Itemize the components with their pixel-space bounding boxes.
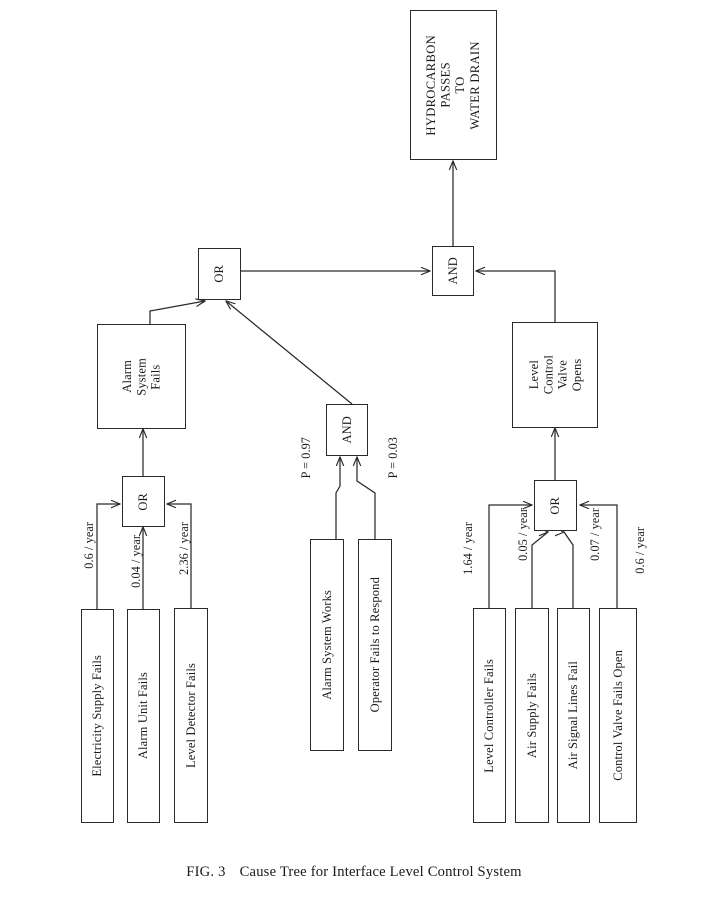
figure-caption-text: Cause Tree for Interface Level Control S…: [239, 864, 522, 880]
probability-alarm-system-works: P = 0.97: [299, 437, 313, 479]
basic-event-operator-fails-to-respond: Operator Fails to Respond: [358, 539, 392, 751]
rate-air-signal-lines: 0.07 / year: [588, 508, 602, 561]
rate-air-supply: 0.05 / year: [516, 508, 530, 561]
gate-alarm-or-label: OR: [136, 492, 151, 511]
level-control-valve-opens-label: Level Control Valve Opens: [526, 355, 584, 395]
gate-top-and[interactable]: AND: [432, 246, 474, 296]
basic-event-air-supply-fails: Air Supply Fails: [515, 608, 549, 823]
rate-alarm-unit: 0.04 / year: [129, 535, 143, 588]
gate-left-or-label: OR: [212, 265, 227, 283]
gate-top-and-label: AND: [445, 257, 460, 285]
gate-middle-and-label: AND: [339, 416, 354, 444]
gate-left-or[interactable]: OR: [198, 248, 241, 300]
top-event-label: HYDROCARBON PASSES TO WATER DRAIN: [424, 34, 483, 136]
gate-valve-or[interactable]: OR: [534, 480, 577, 531]
gate-valve-or-label: OR: [548, 496, 563, 515]
electricity-supply-fails-label: Electricity Supply Fails: [90, 655, 105, 777]
intermediate-alarm-system-fails: Alarm System Fails: [97, 324, 186, 429]
alarm-system-fails-label: Alarm System Fails: [120, 357, 163, 396]
level-controller-fails-label: Level Controller Fails: [482, 658, 497, 773]
basic-event-level-controller-fails: Level Controller Fails: [473, 608, 506, 823]
basic-event-control-valve-fails-open: Control Valve Fails Open: [599, 608, 637, 823]
basic-event-electricity-supply-fails: Electricity Supply Fails: [81, 609, 114, 823]
rate-control-valve: 0.6 / year: [633, 527, 647, 574]
gate-alarm-or[interactable]: OR: [122, 476, 165, 527]
level-detector-fails-label: Level Detector Fails: [183, 662, 198, 769]
basic-event-alarm-unit-fails: Alarm Unit Fails: [127, 609, 160, 823]
control-valve-fails-open-label: Control Valve Fails Open: [610, 650, 625, 781]
air-supply-fails-label: Air Supply Fails: [524, 672, 539, 759]
figure-caption: FIG. 3 Cause Tree for Interface Level Con…: [0, 864, 708, 881]
air-signal-lines-fail-label: Air Signal Lines Fail: [566, 661, 581, 770]
basic-event-air-signal-lines-fail: Air Signal Lines Fail: [557, 608, 590, 823]
probability-operator-fails: P = 0.03: [386, 437, 400, 479]
basic-event-alarm-system-works: Alarm System Works: [310, 539, 344, 751]
top-event-box: HYDROCARBON PASSES TO WATER DRAIN: [410, 10, 497, 160]
basic-event-level-detector-fails: Level Detector Fails: [174, 608, 208, 823]
alarm-system-works-label: Alarm System Works: [319, 590, 334, 700]
alarm-unit-fails-label: Alarm Unit Fails: [136, 672, 151, 760]
rate-electricity-supply: 0.6 / year: [82, 522, 96, 569]
gate-middle-and[interactable]: AND: [326, 404, 368, 456]
operator-fails-to-respond-label: Operator Fails to Respond: [367, 577, 382, 713]
rate-level-detector: 2.36 / year: [177, 522, 191, 575]
rate-level-controller: 1.64 / year: [461, 522, 475, 575]
figure-number: FIG. 3: [186, 864, 226, 880]
intermediate-level-control-valve-opens: Level Control Valve Opens: [512, 322, 598, 428]
